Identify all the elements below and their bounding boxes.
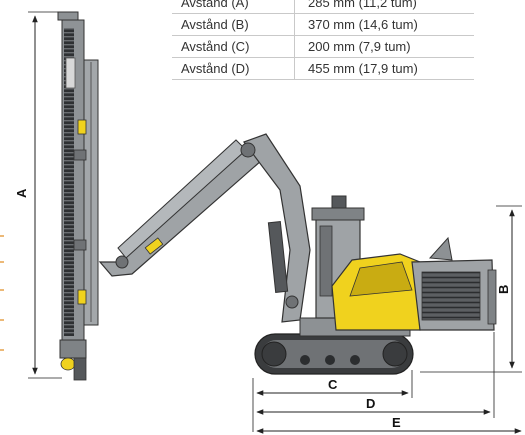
table-row: Avstånd (B) 370 mm (14,6 tum) [172, 13, 474, 36]
feed-mast [57, 11, 99, 381]
row-value: 370 mm (14,6 tum) [294, 13, 474, 36]
row-value: 285 mm (11,2 tum) [294, 0, 474, 14]
dimension-label-a: A [14, 188, 29, 198]
dimension-a: A [14, 11, 62, 379]
dimension-b: B [420, 205, 522, 373]
dimension-label-d: D [366, 396, 375, 411]
dimension-e: E [256, 415, 522, 434]
dimension-c: C [252, 370, 413, 432]
table-row: Avstånd (D) 455 mm (17,9 tum) [172, 57, 474, 80]
dimension-label-c: C [328, 377, 338, 392]
row-label: Avstånd (B) [172, 13, 295, 36]
table-row: Avstånd (C) 200 mm (7,9 tum) [172, 35, 474, 58]
boom-arm [98, 133, 311, 323]
track-undercarriage [254, 333, 414, 375]
table-row: Avstånd (A) 285 mm (11,2 tum) [172, 0, 474, 14]
row-label: Avstånd (A) [172, 0, 295, 14]
machine-body [299, 195, 497, 337]
dimension-label-e: E [392, 415, 401, 430]
dimension-d: D [256, 332, 495, 418]
edge-marks [0, 235, 4, 351]
row-label: Avstånd (C) [172, 35, 295, 58]
spec-table: Avstånd (A) 285 mm (11,2 tum) Avstånd (B… [172, 0, 474, 80]
row-label: Avstånd (D) [172, 57, 295, 80]
dimension-label-b: B [496, 285, 511, 294]
row-value: 200 mm (7,9 tum) [294, 35, 474, 58]
row-value: 455 mm (17,9 tum) [294, 57, 474, 80]
